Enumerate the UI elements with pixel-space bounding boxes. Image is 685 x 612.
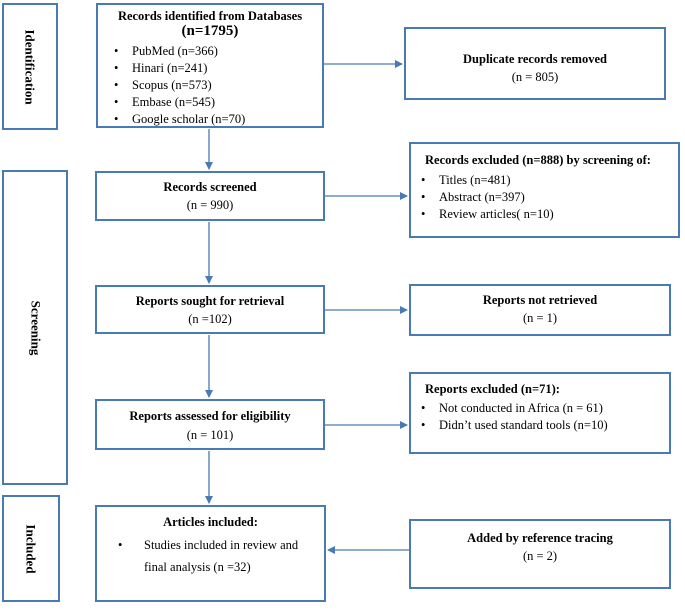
reports-excluded-title: Reports excluded (n=71): xyxy=(425,382,560,396)
articles-included-box: Articles included: • Studies included in… xyxy=(95,505,326,602)
exclusion-item: Not conducted in Africa (n = 61) xyxy=(413,400,608,417)
exclusion-item: Review articles( n=10) xyxy=(413,206,554,223)
duplicates-box: Duplicate records removed (n = 805) xyxy=(404,27,666,100)
exclusion-item: Didn’t used standard tools (n=10) xyxy=(413,417,608,434)
source-list: PubMed (n=366) Hinari (n=241) Scopus (n=… xyxy=(106,43,245,128)
excluded-screening-title: Records excluded (n=888) by screening of… xyxy=(425,153,651,167)
source-item: Google scholar (n=70) xyxy=(106,111,245,128)
records-screened-count: (n = 990) xyxy=(186,198,234,212)
excluded-screening-list: Titles (n=481) Abstract (n=397) Review a… xyxy=(413,172,554,223)
reports-excluded-box: Reports excluded (n=71): Not conducted i… xyxy=(409,372,671,454)
reports-assessed-title: Reports assessed for eligibility xyxy=(129,409,291,423)
records-screened-title: Records screened xyxy=(163,180,257,194)
exclusion-item: Abstract (n=397) xyxy=(413,189,554,206)
exclusion-item: Titles (n=481) xyxy=(413,172,554,189)
records-screened-box: Records screened (n = 990) xyxy=(95,171,325,221)
duplicates-title: Duplicate records removed xyxy=(463,52,607,66)
articles-included-title: Articles included: xyxy=(163,515,258,529)
stage-identification: Identification xyxy=(2,3,58,130)
source-item: PubMed (n=366) xyxy=(106,43,245,60)
duplicates-count: (n = 805) xyxy=(511,70,559,84)
articles-included-line1: Studies included in review and xyxy=(144,538,299,552)
source-item: Scopus (n=573) xyxy=(106,77,245,94)
reports-assessed-box: Reports assessed for eligibility (n = 10… xyxy=(95,399,325,450)
not-retrieved-title: Reports not retrieved xyxy=(482,293,598,307)
reference-tracing-count: (n = 2) xyxy=(522,549,558,563)
reports-excluded-list: Not conducted in Africa (n = 61) Didn’t … xyxy=(413,400,608,434)
reports-sought-title: Reports sought for retrieval xyxy=(135,294,285,308)
stage-screening: Screening xyxy=(2,170,68,485)
reports-assessed-count: (n = 101) xyxy=(186,428,234,442)
articles-included-bullet: • xyxy=(118,538,123,552)
records-identified-count: (n=1795) xyxy=(181,23,239,39)
records-identified-box: Records identified from Databases (n=179… xyxy=(96,3,324,128)
stage-included: Included xyxy=(2,495,60,602)
source-item: Embase (n=545) xyxy=(106,94,245,111)
excluded-screening-box: Records excluded (n=888) by screening of… xyxy=(409,142,680,238)
reports-sought-count: (n =102) xyxy=(188,312,232,326)
not-retrieved-box: Reports not retrieved (n = 1) xyxy=(409,284,671,336)
reports-sought-box: Reports sought for retrieval (n =102) xyxy=(95,285,325,334)
not-retrieved-count: (n = 1) xyxy=(522,311,558,325)
reference-tracing-title: Added by reference tracing xyxy=(467,531,613,545)
source-item: Hinari (n=241) xyxy=(106,60,245,77)
records-identified-title: Records identified from Databases xyxy=(117,9,303,23)
articles-included-line2: final analysis (n =32) xyxy=(144,560,251,574)
reference-tracing-box: Added by reference tracing (n = 2) xyxy=(409,519,671,589)
